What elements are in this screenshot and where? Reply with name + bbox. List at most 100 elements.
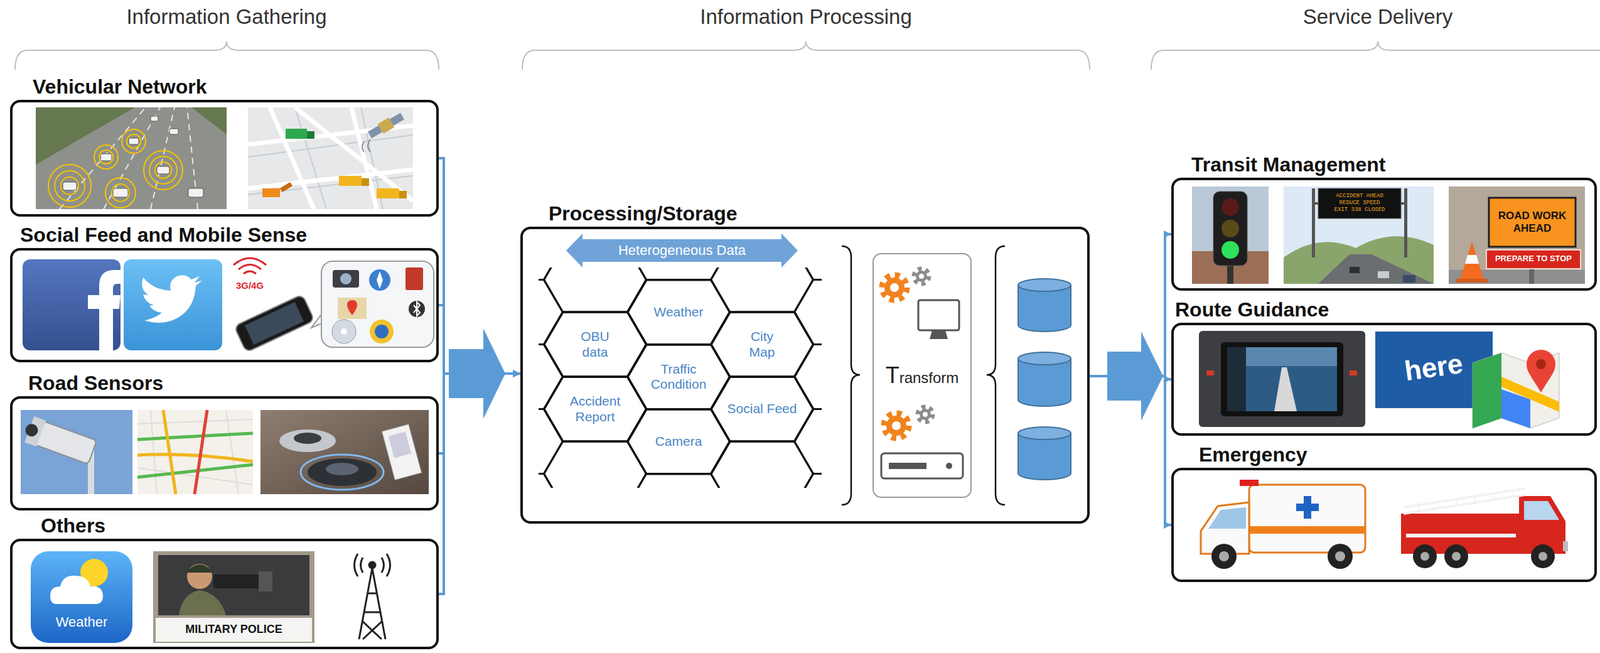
highway-photo-part-part xyxy=(121,129,146,154)
gear-icon-part xyxy=(891,421,901,430)
road-work-photo-part xyxy=(1465,254,1479,264)
gear-icon-part xyxy=(890,283,899,292)
radio-tower-part xyxy=(359,568,386,639)
ambulance-part xyxy=(1208,507,1246,529)
highway-sign-photo-part xyxy=(1349,266,1360,274)
twitter-logo-part xyxy=(123,259,223,351)
fleet-map-part xyxy=(279,182,293,193)
box-heading: Road Sensors xyxy=(28,371,164,395)
data-hexagon: Weather xyxy=(627,279,731,345)
road-work-photo-part xyxy=(1488,197,1576,247)
group-box: Road Sensors xyxy=(10,371,439,511)
car-sensor-photo-part xyxy=(260,409,429,494)
ambulance-part xyxy=(1211,543,1237,569)
highway-photo xyxy=(35,107,227,210)
weather-app-icon-part xyxy=(30,551,133,643)
cctv-photo xyxy=(20,409,133,494)
fleet-map-part xyxy=(247,107,414,210)
server-icon-part xyxy=(945,462,953,469)
honeycomb-grid xyxy=(538,267,822,488)
sensor-bubble-part xyxy=(405,267,424,290)
road-work-photo xyxy=(1448,186,1585,284)
highway-photo-part-part xyxy=(100,153,112,161)
flow-connector xyxy=(438,305,521,374)
node-label: OBU data xyxy=(573,328,618,360)
cctv-photo-part xyxy=(20,409,133,494)
monitor-icon-part xyxy=(918,300,960,331)
fire-truck-part xyxy=(1418,490,1513,512)
twitter-logo xyxy=(123,259,223,351)
hexagon-outline-path xyxy=(711,376,814,442)
highway-photo-part-part xyxy=(150,116,159,122)
car-sensor-photo-part xyxy=(300,454,384,490)
highway-sign-photo-part xyxy=(1377,271,1390,279)
hexagon-outline-path xyxy=(627,409,731,474)
traffic-light-photo-part xyxy=(1213,191,1248,266)
twitter-logo-part xyxy=(141,274,203,323)
gear-icon xyxy=(881,268,933,439)
box-frame xyxy=(1171,177,1597,291)
sign-text: ROAD WORK AHEAD xyxy=(1494,209,1570,235)
monitor-icon-part xyxy=(929,330,948,339)
highway-photo-part-part xyxy=(149,156,178,184)
navigation-device-part xyxy=(1274,367,1297,412)
gear-icon-part xyxy=(881,274,908,301)
group-box: Emergency xyxy=(1171,443,1597,582)
honeycomb-cell xyxy=(544,311,647,377)
car-sensor-photo-part xyxy=(307,458,377,486)
highway-photo-part-part xyxy=(94,144,119,169)
honeycomb-cell xyxy=(711,376,814,442)
flow-arrow xyxy=(448,328,1164,421)
road-work-photo-part xyxy=(1529,268,1535,284)
smartphone-part xyxy=(233,257,267,274)
highway-photo-part-part xyxy=(99,150,113,164)
section-bracket xyxy=(15,41,1600,70)
honeycomb-cell xyxy=(627,344,731,410)
radio-tower-part xyxy=(369,561,376,569)
police-photo-part xyxy=(213,574,264,589)
data-hexagon: City Map xyxy=(711,311,814,377)
radio-tower-part xyxy=(354,553,391,577)
hexagon-outline-path xyxy=(544,311,647,377)
highway-sign-photo-part xyxy=(1283,236,1434,284)
sensor-bubble xyxy=(311,261,434,348)
box-heading: Route Guidance xyxy=(1175,298,1329,322)
traffic-map-part xyxy=(194,409,208,494)
fleet-map xyxy=(247,107,414,210)
node-label: City Map xyxy=(740,328,784,360)
node-label: Accident Report xyxy=(560,393,630,424)
transform-box: Transform xyxy=(872,252,972,498)
highway-sign-photo-part xyxy=(1318,188,1402,219)
fleet-map-part xyxy=(262,188,280,198)
fire-truck-part xyxy=(1562,541,1568,552)
box-heading: Emergency xyxy=(1198,443,1308,467)
highway-sign-photo-part xyxy=(1311,188,1316,258)
highway-photo-part-part xyxy=(48,164,92,208)
banner-text: PREPARE TO STOP xyxy=(1486,254,1581,264)
flow-connector xyxy=(438,373,521,454)
traffic-map-part xyxy=(137,409,253,494)
server-icon-part xyxy=(881,453,963,479)
hexagon-outline-path xyxy=(711,311,814,377)
fleet-map-part xyxy=(376,188,400,199)
fleet-map-part xyxy=(247,107,414,210)
ambulance-part xyxy=(1249,526,1366,534)
road-work-photo-part xyxy=(1448,186,1585,284)
police-photo-part xyxy=(153,551,315,643)
sensor-bubble-part xyxy=(340,273,352,285)
police-photo-part xyxy=(258,571,273,592)
box-heading: Processing/Storage xyxy=(548,202,738,226)
box-heading: Vehicular Network xyxy=(32,75,207,99)
box-frame xyxy=(1171,467,1597,582)
ambulance-part xyxy=(1296,503,1319,511)
highway-photo-part-part xyxy=(60,177,79,195)
node-label: Social Feed xyxy=(727,401,798,417)
section-bracket-part xyxy=(522,41,1090,70)
google-maps-icon-part xyxy=(1501,376,1560,412)
traffic-map xyxy=(137,409,253,494)
highway-photo-part-part xyxy=(143,150,183,190)
police-photo-part xyxy=(185,564,214,573)
highway-photo-part-part xyxy=(155,161,172,179)
google-maps-icon-part xyxy=(1526,349,1556,393)
sensor-bubble-part xyxy=(321,261,434,348)
